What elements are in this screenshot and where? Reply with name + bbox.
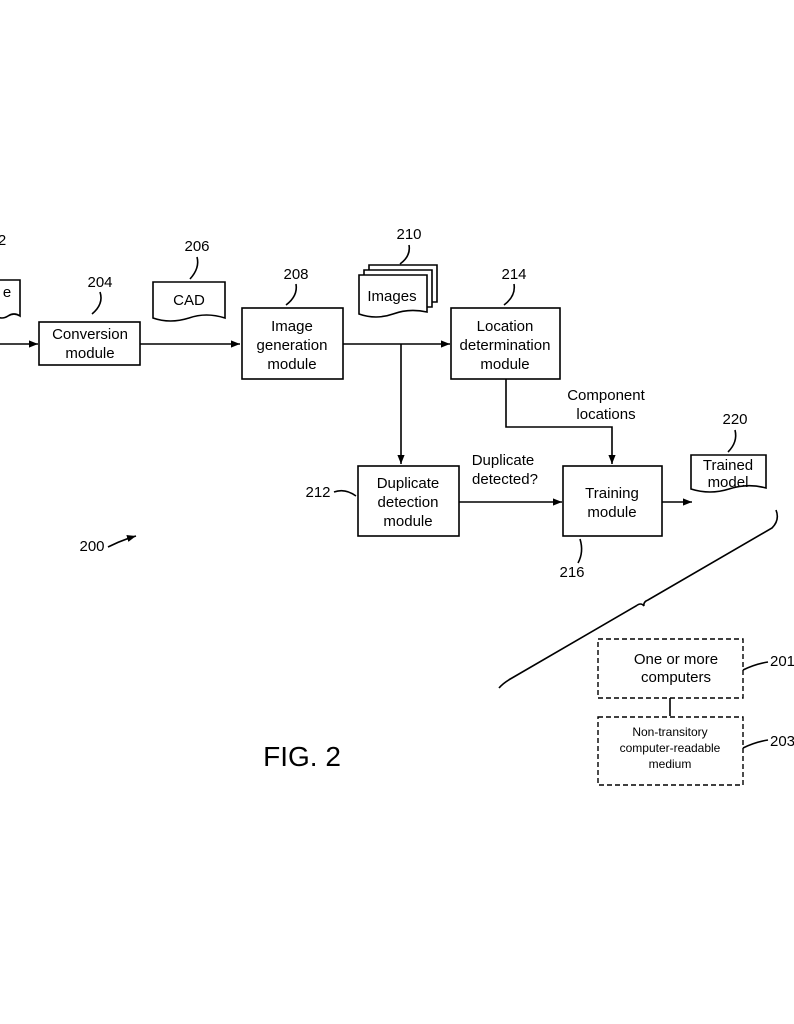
ref-medium: 203 bbox=[770, 733, 794, 750]
trained-model-label-line1: Trained bbox=[703, 457, 753, 474]
image-generation-label-line2: generation bbox=[257, 337, 328, 354]
conversion-module-box: Conversion module bbox=[38, 321, 141, 366]
input-document-partial: e bbox=[0, 279, 21, 319]
leader-computers bbox=[742, 661, 769, 671]
images-document-label: Images bbox=[367, 288, 416, 305]
ref-image-generation: 208 bbox=[283, 266, 308, 283]
leader-conversion bbox=[91, 291, 102, 315]
location-determination-label-line3: module bbox=[480, 356, 529, 373]
computers-box: One or more computers bbox=[597, 638, 744, 699]
leader-images bbox=[399, 244, 411, 265]
leader-duplicate-detection bbox=[333, 489, 357, 497]
cad-document-label: CAD bbox=[173, 292, 205, 309]
medium-label-line3: medium bbox=[649, 757, 692, 771]
trained-model-document: Trained model bbox=[690, 454, 767, 493]
system-brace bbox=[498, 509, 779, 689]
leader-trained-model bbox=[727, 429, 737, 453]
component-locations-label-line2: locations bbox=[576, 406, 635, 423]
ref-computers: 201 bbox=[770, 653, 794, 670]
computers-label-line2: computers bbox=[641, 669, 711, 686]
medium-label-line2: computer-readable bbox=[620, 741, 721, 755]
duplicate-detection-label-line1: Duplicate bbox=[377, 475, 440, 492]
ref-system: 200 bbox=[79, 538, 104, 555]
training-module-label-line1: Training bbox=[585, 485, 639, 502]
duplicate-detected-label-line2: detected? bbox=[472, 471, 538, 488]
arrow-location-to-training bbox=[505, 379, 616, 464]
location-determination-module-box: Location determination module bbox=[450, 307, 561, 380]
leader-medium bbox=[742, 739, 769, 749]
training-module-label-line2: module bbox=[587, 504, 636, 521]
duplicate-detected-label-line1: Duplicate bbox=[472, 452, 535, 469]
ref-location-determination: 214 bbox=[501, 266, 526, 283]
ref-input-partial: 2 bbox=[0, 232, 6, 249]
medium-label-line1: Non-transitory bbox=[632, 725, 707, 739]
conversion-module-label-line1: Conversion bbox=[52, 326, 128, 343]
duplicate-detection-label-line3: module bbox=[383, 513, 432, 530]
location-determination-label-line1: Location bbox=[477, 318, 534, 335]
ref-training: 216 bbox=[559, 564, 584, 581]
image-generation-label-line3: module bbox=[267, 356, 316, 373]
leader-image-generation bbox=[285, 283, 298, 306]
leader-training bbox=[577, 538, 583, 564]
leader-system bbox=[107, 535, 137, 548]
trained-model-label-line2: model bbox=[708, 474, 749, 491]
image-generation-module-box: Image generation module bbox=[241, 307, 344, 380]
medium-box: Non-transitory computer-readable medium bbox=[597, 716, 744, 786]
training-module-box: Training module bbox=[562, 465, 663, 537]
ref-conversion: 204 bbox=[87, 274, 112, 291]
location-determination-label-line2: determination bbox=[460, 337, 551, 354]
images-document-stack: Images bbox=[358, 264, 438, 318]
leader-cad bbox=[189, 256, 199, 280]
component-locations-label-line1: Component bbox=[567, 387, 645, 404]
leader-location-determination bbox=[503, 283, 516, 306]
ref-cad: 206 bbox=[184, 238, 209, 255]
duplicate-detection-label-line2: detection bbox=[378, 494, 439, 511]
figure-caption: FIG. 2 bbox=[263, 741, 341, 772]
ref-images: 210 bbox=[396, 226, 421, 243]
ref-duplicate-detection: 212 bbox=[305, 484, 330, 501]
input-document-label: e bbox=[3, 284, 11, 301]
cad-document: CAD bbox=[152, 281, 226, 322]
conversion-module-label-line2: module bbox=[65, 345, 114, 362]
ref-trained-model: 220 bbox=[722, 411, 747, 428]
duplicate-detection-module-box: Duplicate detection module bbox=[357, 465, 460, 537]
image-generation-label-line1: Image bbox=[271, 318, 313, 335]
computers-label-line1: One or more bbox=[634, 651, 718, 668]
